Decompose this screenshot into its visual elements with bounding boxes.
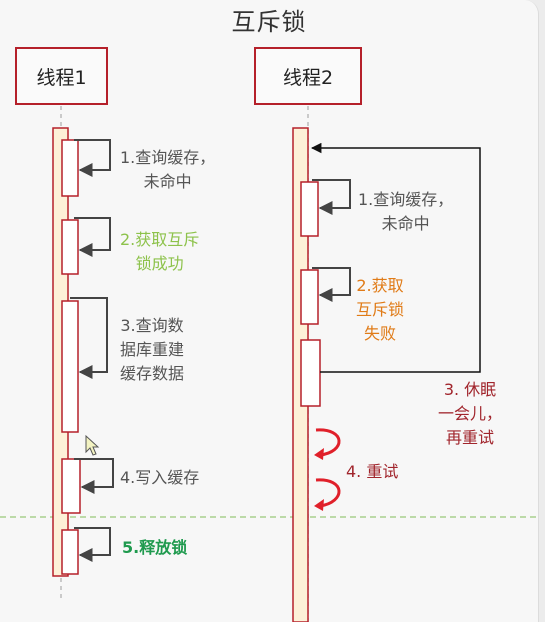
label-t2-step1: 1.查询缓存， 未命中 [358,190,454,233]
activation-t2-step2 [300,269,319,325]
label-t2-step4: 4. 重试 [346,462,399,481]
mouse-cursor-icon [85,434,100,456]
lifeline-head-thread2: 线程2 [254,47,362,105]
activation-t1-step5 [61,529,79,575]
retry-loop-arrow [310,142,481,373]
self-call-arrow-t1-step5 [74,527,111,562]
activation-t1-step1 [61,139,79,197]
activation-t1-step3 [61,300,79,433]
label-t1-step4: 4.写入缓存 [120,468,200,487]
label-t1-step1: 1.查询缓存， 未命中 [120,148,216,191]
retry-curl-arrow-1 [314,428,341,460]
activation-t2-step3 [300,339,321,407]
label-t1-step5: 5.释放锁 [122,538,188,557]
lifeline-label-thread2: 线程2 [282,66,334,89]
activation-t1-step4 [61,458,81,514]
activation-t1-step2 [61,219,79,275]
activation-t2-step1 [300,181,319,237]
self-call-arrow-t1-step3 [70,297,108,379]
retry-curl-arrow-2 [314,478,341,511]
diagram-title: 互斥锁 [231,8,307,36]
label-t1-step2: 2.获取互斥 锁成功 [120,230,200,273]
self-call-arrow-t1-step4 [74,458,114,494]
lifeline-label-thread1: 线程1 [36,66,87,89]
label-t1-step3: 3.查询数 据库重建 缓存数据 [120,316,185,383]
self-call-arrow-t2-step2 [312,267,351,302]
label-t2-step3: 3. 休眠 一会儿， 再重试 [438,380,503,447]
self-call-arrow-t1-step2 [74,217,111,257]
self-call-arrow-t2-step1 [312,179,351,215]
lifeline-head-thread1: 线程1 [15,47,108,105]
self-call-arrow-t1-step1 [74,139,111,177]
label-t2-step2: 2.获取 互斥锁 失败 [356,276,405,343]
